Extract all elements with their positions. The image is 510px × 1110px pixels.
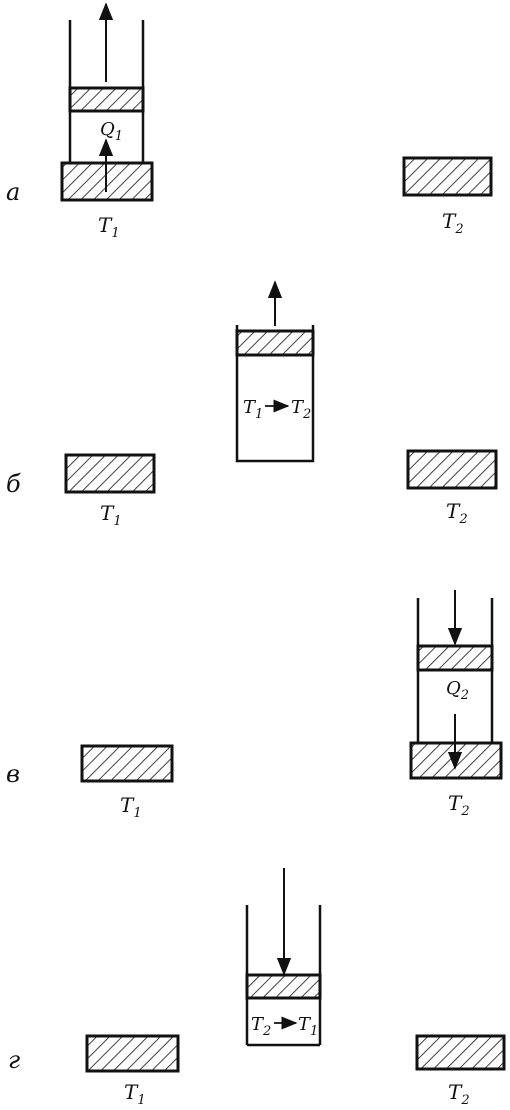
temp-label-right-c: T: [448, 791, 463, 815]
process-from-d: T: [251, 1014, 265, 1035]
reservoir-left-d: [85, 1034, 180, 1073]
svg-text:T2: T2: [448, 1080, 470, 1108]
piston-a: [68, 86, 145, 113]
reservoir-left-c: [80, 744, 174, 783]
temp-sub-left-b: 1: [113, 514, 121, 529]
temp-sub-left-a: 1: [111, 226, 119, 241]
svg-text:T2: T2: [448, 791, 470, 819]
svg-text:T2: T2: [446, 499, 468, 527]
process-from-sub-b: 1: [255, 407, 263, 422]
reservoir-left-b: [64, 453, 156, 494]
temp-sub-right-c: 2: [460, 804, 469, 819]
process-from-b: T: [243, 397, 257, 418]
process-from-sub-d: 2: [262, 1024, 271, 1039]
svg-text:T1: T1: [98, 213, 120, 241]
svg-text:T2: T2: [251, 1014, 271, 1039]
process-to-sub-d: 1: [310, 1024, 318, 1039]
process-to-sub-b: 2: [302, 407, 311, 422]
cylinder-b: [235, 325, 315, 463]
svg-text:T2: T2: [291, 397, 311, 422]
svg-text:T1: T1: [243, 397, 263, 422]
svg-text:T1: T1: [124, 1080, 146, 1108]
piston-d: [245, 973, 322, 1000]
panel-c: в T1 Q2 T2: [6, 590, 503, 821]
process-to-b: T: [291, 397, 305, 418]
panel-label-d: г: [8, 1046, 20, 1074]
temp-label-right-d: T: [448, 1080, 463, 1104]
heat-label-c: Q: [446, 678, 461, 699]
temp-sub-right-b: 2: [458, 512, 467, 527]
svg-text:T1: T1: [100, 501, 122, 529]
temp-label-right-b: T: [446, 499, 461, 523]
process-to-d: T: [298, 1014, 312, 1035]
svg-text:T2: T2: [442, 209, 464, 237]
temp-label-left-d: T: [124, 1080, 139, 1104]
heat-label-sub-c: 2: [460, 688, 469, 703]
piston-b: [235, 329, 315, 357]
panel-label-a: а: [6, 178, 20, 206]
temp-sub-left-d: 1: [137, 1093, 145, 1108]
reservoir-right-a: [402, 156, 493, 197]
temp-sub-right-d: 2: [460, 1093, 469, 1108]
heat-label-sub-a: 1: [115, 129, 123, 144]
temp-label-left-c: T: [120, 793, 135, 817]
piston-c: [416, 644, 494, 672]
temp-label-left-a: T: [98, 213, 113, 237]
panel-d: г T1 T2 T1 T2: [8, 868, 506, 1108]
svg-text:Q2: Q2: [446, 678, 469, 703]
panel-label-b: б: [6, 470, 21, 498]
panel-b: б T1 T1 T2 T2: [6, 280, 498, 529]
svg-text:Q1: Q1: [100, 119, 123, 144]
temp-label-right-a: T: [442, 209, 457, 233]
temp-label-left-b: T: [100, 501, 115, 525]
panel-label-c: в: [6, 760, 20, 788]
heat-label-a: Q: [100, 119, 115, 140]
svg-text:T1: T1: [120, 793, 142, 821]
temp-sub-left-c: 1: [133, 806, 141, 821]
reservoir-right-d: [415, 1034, 506, 1071]
svg-text:T1: T1: [298, 1014, 318, 1039]
panel-a: а Q1 T1 T2: [6, 2, 493, 241]
temp-sub-right-a: 2: [454, 222, 463, 237]
reservoir-right-b: [406, 449, 498, 490]
